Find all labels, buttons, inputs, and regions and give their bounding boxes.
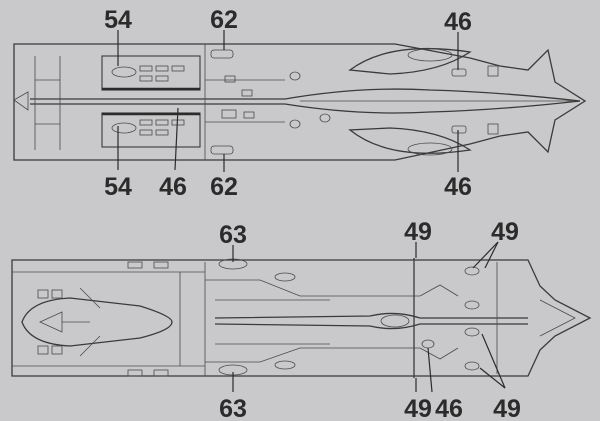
callout-46-top-right: 46 <box>444 8 472 36</box>
callout-62-top-lower: 62 <box>210 173 238 201</box>
bottom-view <box>11 258 592 378</box>
callout-labels: 54 62 46 54 46 62 46 63 49 49 63 49 46 4… <box>104 6 521 421</box>
callout-46-top-lower-right: 46 <box>444 173 472 201</box>
callout-62-top: 62 <box>210 6 238 34</box>
callout-49-bottom-top-a: 49 <box>404 218 432 246</box>
bottom-view-outline <box>11 259 592 377</box>
callout-49-bottom-lower-a: 49 <box>404 395 432 421</box>
leaders <box>117 30 506 393</box>
callout-46-top-lower: 46 <box>159 173 187 201</box>
callout-49-bottom-lower-b: 49 <box>493 395 521 421</box>
callout-54-top-lower: 54 <box>104 173 132 201</box>
callout-49-bottom-top-b: 49 <box>491 218 519 246</box>
callout-63-bottom-top: 63 <box>219 221 247 249</box>
callout-63-bottom-lower: 63 <box>219 395 247 421</box>
callout-46-bottom-lower: 46 <box>435 395 463 421</box>
top-view-outline <box>13 43 587 161</box>
callout-54-top: 54 <box>104 6 132 34</box>
top-view <box>13 43 587 161</box>
